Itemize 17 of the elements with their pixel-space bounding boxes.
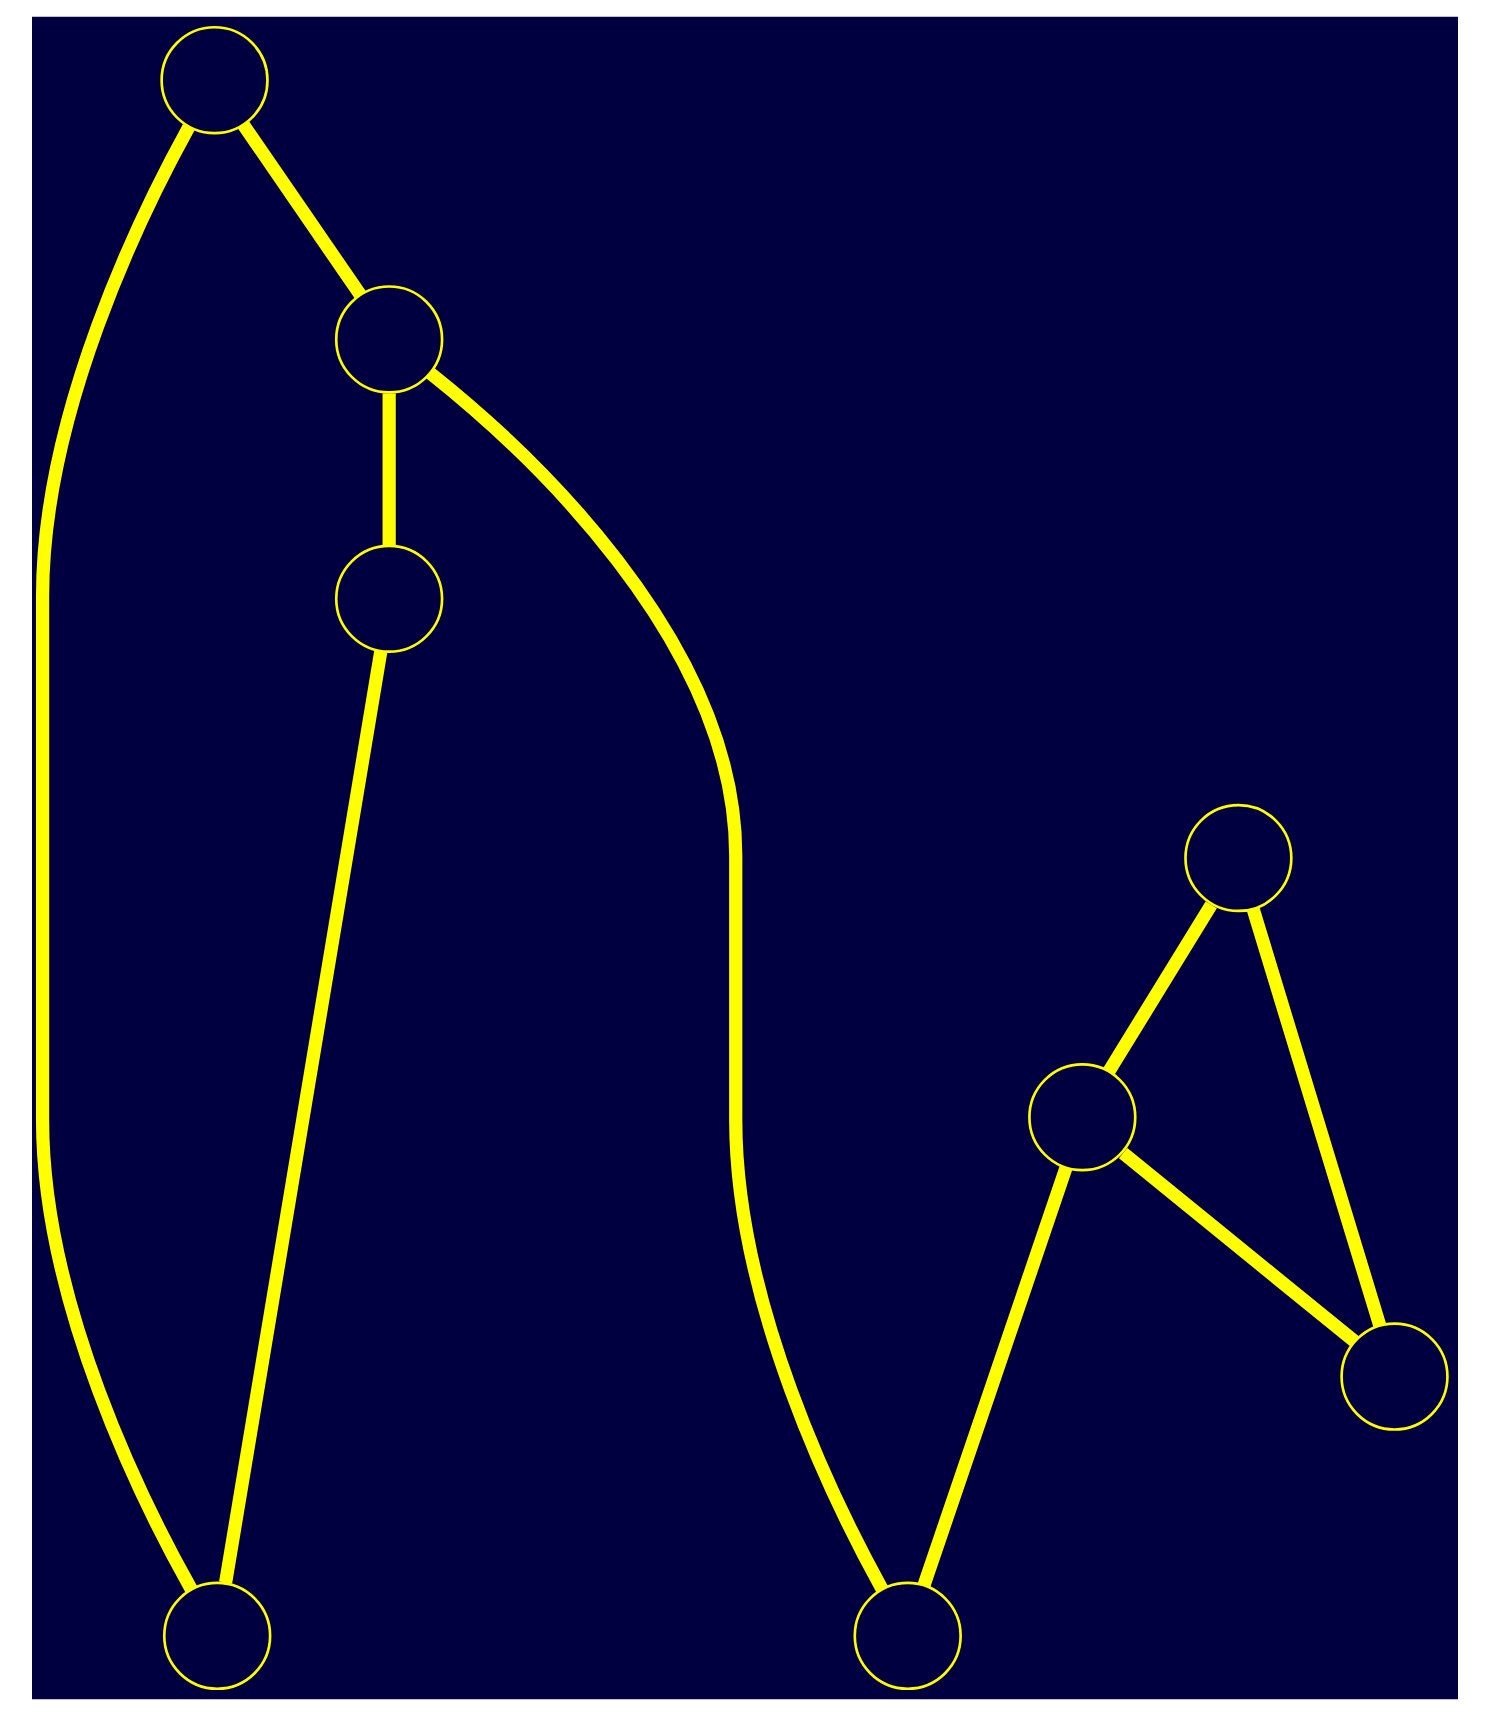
node-circle <box>160 25 269 135</box>
node-circle <box>1028 1063 1137 1172</box>
node-circle <box>1184 803 1293 913</box>
connector <box>382 393 396 546</box>
connector <box>1118 1148 1359 1347</box>
node-circle <box>162 1581 272 1691</box>
node-circle <box>1340 1322 1449 1431</box>
connector <box>1246 907 1387 1328</box>
connector <box>426 367 888 1592</box>
connector <box>1103 901 1217 1075</box>
node-circle <box>334 285 444 394</box>
node-circle <box>853 1581 962 1691</box>
node-circle <box>334 544 444 653</box>
connector <box>35 124 198 1593</box>
connector <box>219 650 388 1584</box>
connector <box>917 1166 1073 1588</box>
connector <box>237 121 366 299</box>
